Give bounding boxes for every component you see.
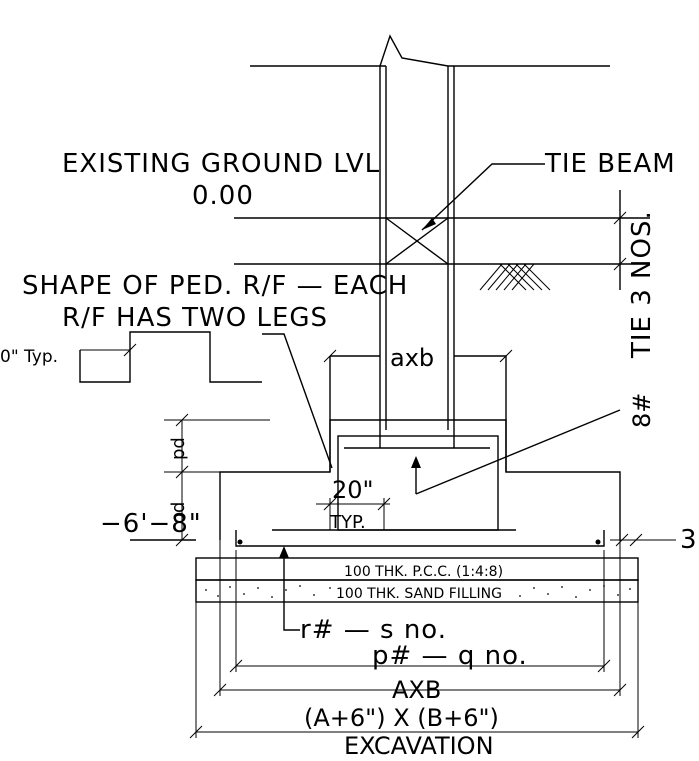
tie-beam-label: TIE BEAM	[544, 149, 676, 179]
depth-label: −6'−8"	[100, 509, 202, 539]
shape-note-line2: R/F HAS TWO LEGS	[62, 303, 328, 333]
pedestal	[219, 349, 621, 540]
bottom-bar-leader	[279, 546, 300, 631]
level-value-label: 0.00	[192, 181, 254, 211]
r-bars-label: r# — s no.	[300, 615, 447, 645]
twenty-inch-label: 20"	[332, 476, 374, 504]
sand-label: 100 THK. SAND FILLING	[336, 586, 502, 602]
earth-hatch	[479, 263, 551, 291]
axb-big-label: AXB	[392, 676, 441, 704]
excavation-dims-label: (A+6") X (B+6")	[304, 704, 499, 732]
left-dimensions	[130, 413, 270, 547]
bar-8-label: 8#	[628, 393, 656, 428]
typ-label: TYP.	[329, 512, 366, 533]
pedestal-rf-shape	[79, 331, 333, 469]
pcc-label: 100 THK. P.C.C. (1:4:8)	[344, 564, 503, 580]
axb-small-label: axb	[390, 344, 434, 372]
bottom-dimensions	[189, 540, 645, 739]
shape-note-line1: SHAPE OF PED. R/F — EACH	[22, 271, 408, 301]
footing-rebar	[235, 497, 605, 547]
existing-ground-label: EXISTING GROUND LVL	[62, 149, 380, 179]
column	[250, 34, 610, 448]
tie-beam	[234, 163, 650, 265]
pd-label: pd	[168, 437, 189, 460]
right-dimension	[610, 533, 676, 547]
od-label: od	[168, 502, 189, 524]
tie-count-label: TIE 3 NOS.	[627, 210, 657, 359]
typ-left-label: 0" Typ.	[0, 347, 58, 367]
excavation-label: EXCAVATION	[344, 732, 494, 760]
tie-count-dimension	[613, 190, 627, 290]
p-bars-label: p# — q no.	[372, 641, 528, 671]
three-inch-label: 3	[680, 525, 698, 555]
